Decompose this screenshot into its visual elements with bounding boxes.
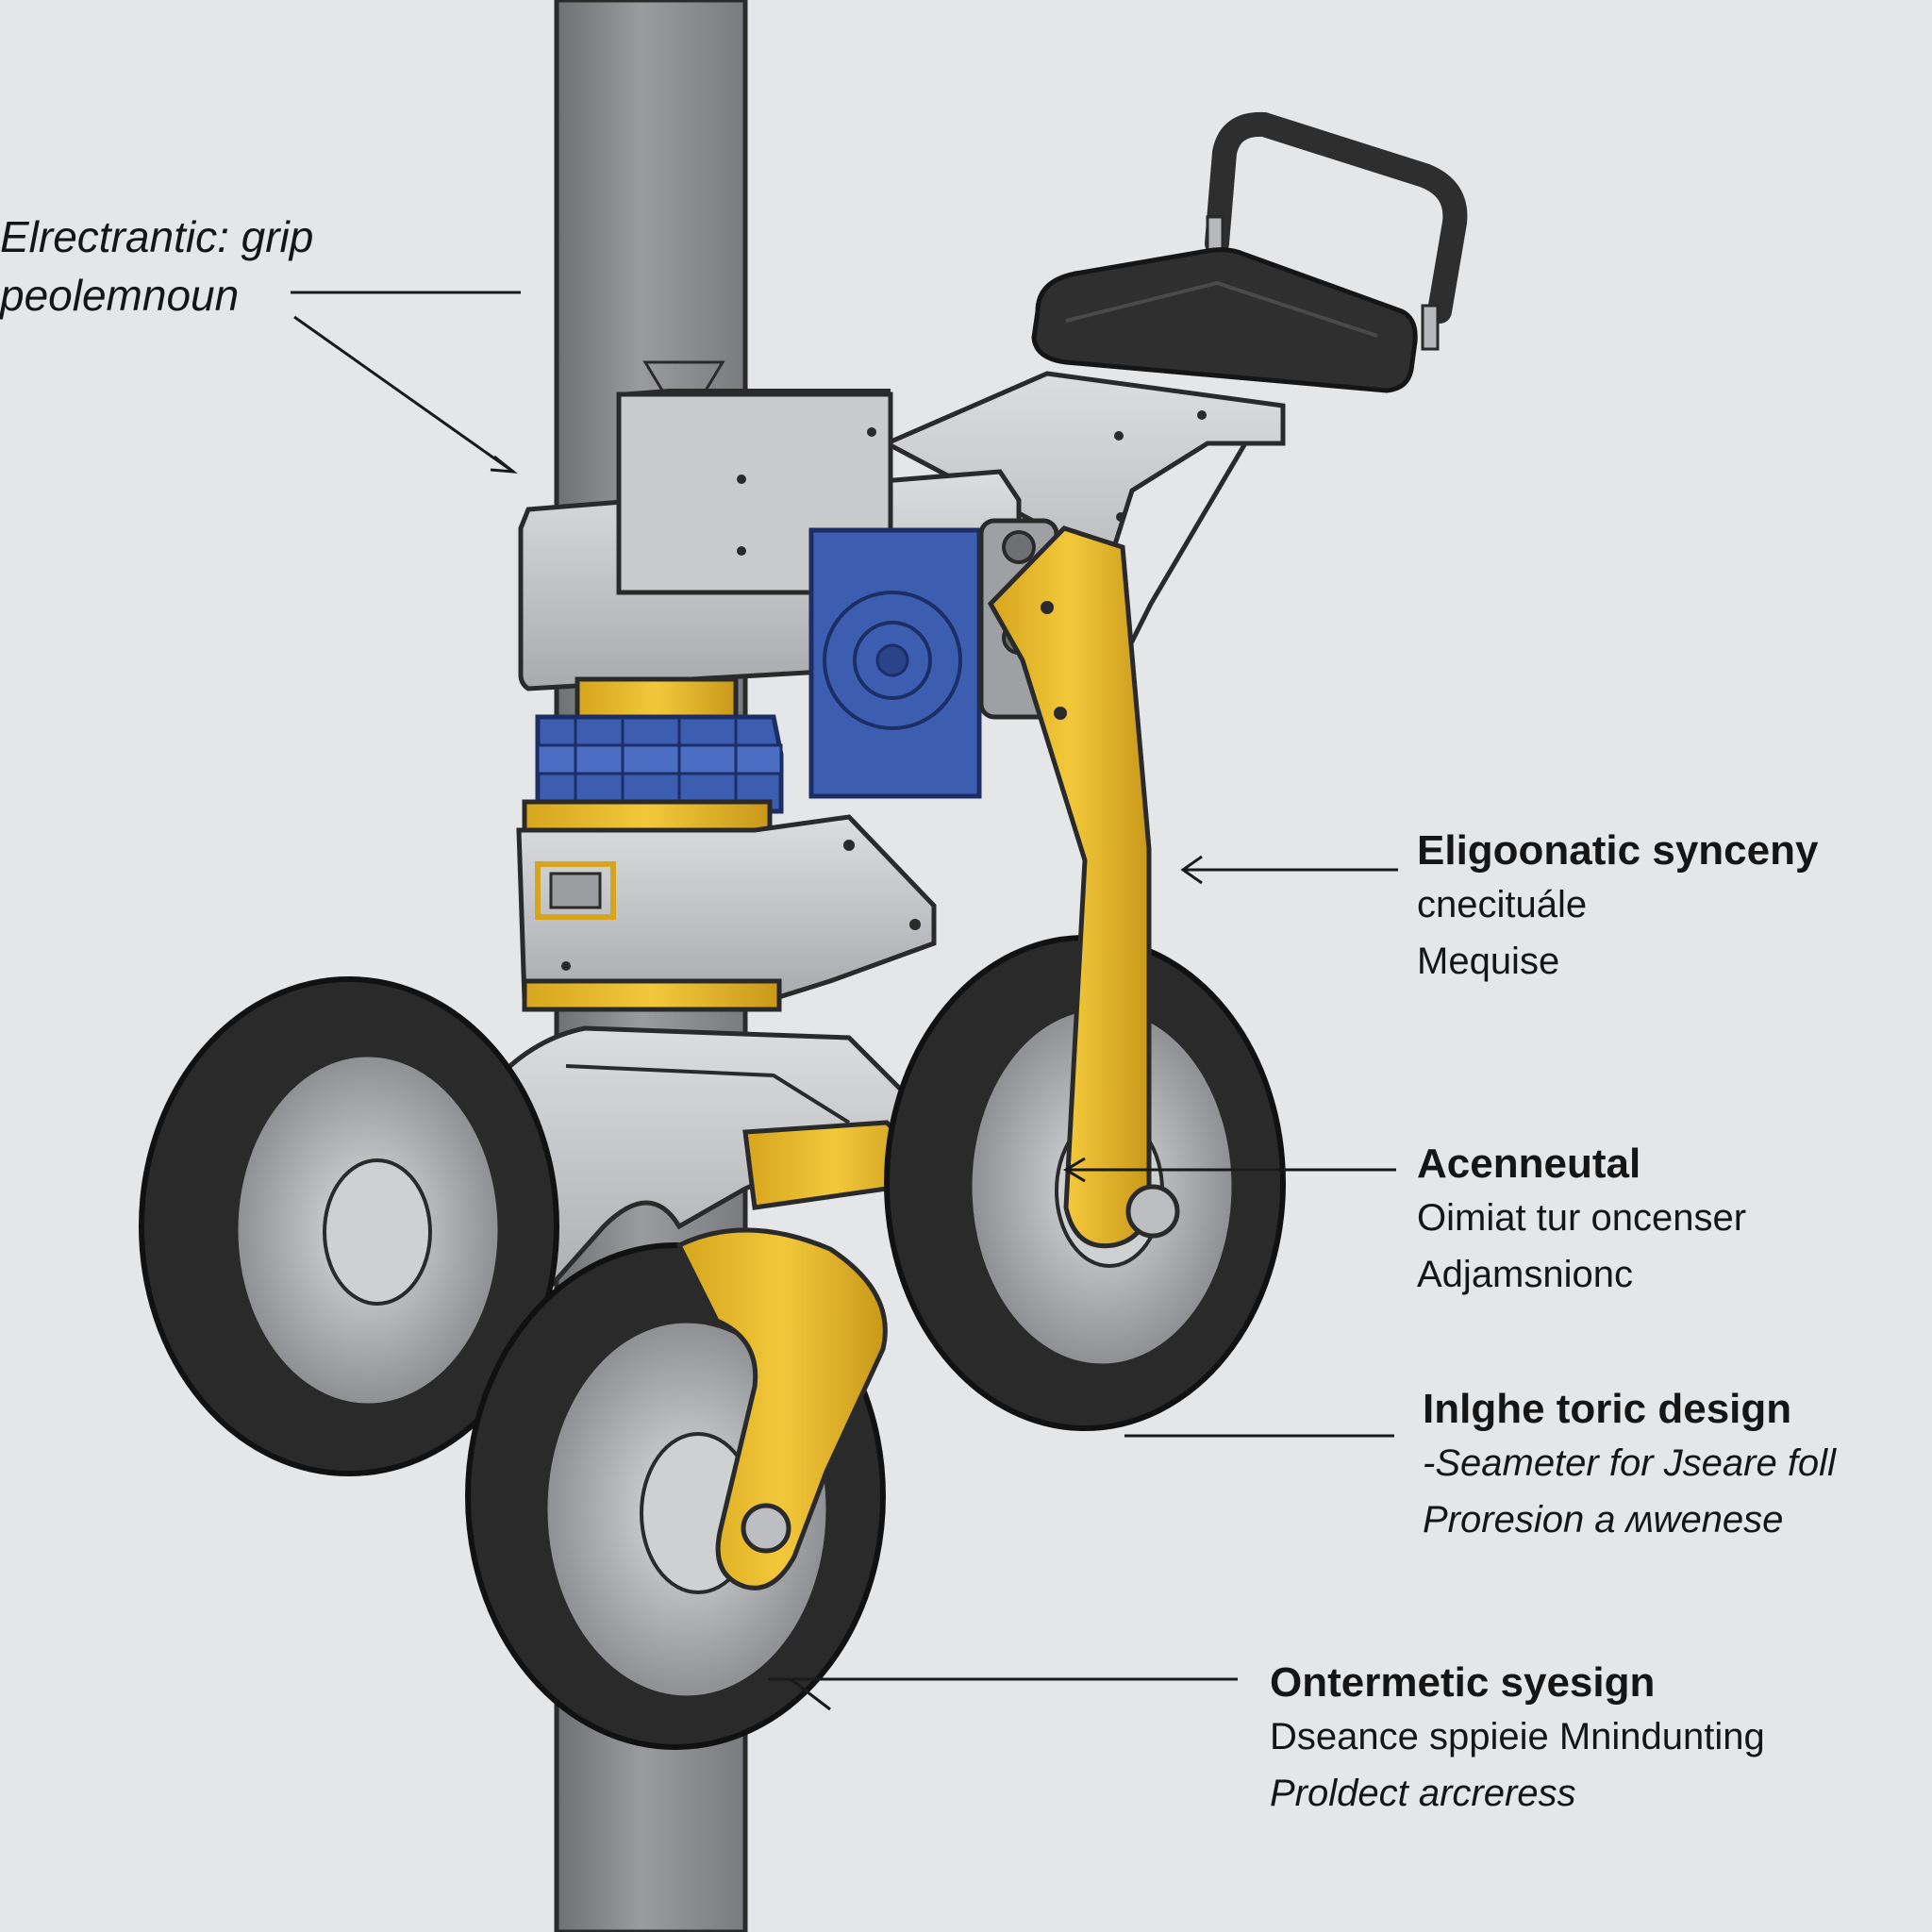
leader-lines	[291, 291, 1398, 1711]
callout-ergo: Eligoonatic synceny cnecituále Mequise	[1417, 826, 1818, 990]
blue-gear-ring	[535, 714, 784, 814]
callout-inl-line-1: -Seameter for Jseare foll	[1423, 1441, 1836, 1484]
callout-grip: Elrectrantic: grip peolemnoun	[0, 211, 313, 328]
handle-and-seat	[1031, 111, 1468, 393]
callout-ergo-line-2: Mequise	[1417, 940, 1560, 982]
callout-ont: Ontermetic syesign Dseance sppieie Mnind…	[1270, 1658, 1765, 1822]
leader-grip-arrowhead	[490, 455, 518, 474]
callout-inl: Inlghe toric design -Seameter for Jseare…	[1423, 1385, 1836, 1548]
callout-inl-line-2: Proresion a ʍwenese	[1423, 1498, 1784, 1541]
lower-housing	[516, 799, 937, 1012]
callout-ergo-line-1: cnecituále	[1417, 883, 1588, 925]
wheel-front	[465, 1227, 888, 1750]
yellow-lever-arm	[987, 525, 1180, 1249]
front-yellow-fork	[675, 1227, 888, 1591]
callout-ergo-title: Eligoonatic synceny	[1417, 827, 1819, 874]
callout-inl-title: Inlghe toric design	[1423, 1386, 1792, 1432]
wheel-rear-left	[139, 976, 559, 1476]
callout-grip-line-1: peolemnoun	[0, 271, 240, 321]
leader-ont-tail	[790, 1677, 831, 1711]
callout-acen-line-1: Oimiat tur oncenser	[1417, 1196, 1747, 1239]
leader-ergo-arrowhead	[1180, 855, 1203, 885]
callout-acen-line-2: Adjamsnionc	[1417, 1253, 1634, 1295]
callout-ont-title: Ontermetic syesign	[1270, 1659, 1656, 1706]
leader-acen-arrowhead	[1063, 1157, 1086, 1183]
callout-grip-title: Elrectrantic: grip	[0, 212, 314, 261]
leader-grip-diagonal	[293, 315, 514, 474]
callout-ont-line-2: Proldect arcreress	[1270, 1772, 1576, 1814]
callout-acen: Acenneutal Oimiat tur oncenser Adjamsnio…	[1417, 1140, 1746, 1303]
seat-pad	[1031, 247, 1418, 393]
callout-acen-title: Acenneutal	[1417, 1141, 1641, 1187]
callout-ont-line-1: Dseance sppieie Mnindunting	[1270, 1715, 1765, 1757]
